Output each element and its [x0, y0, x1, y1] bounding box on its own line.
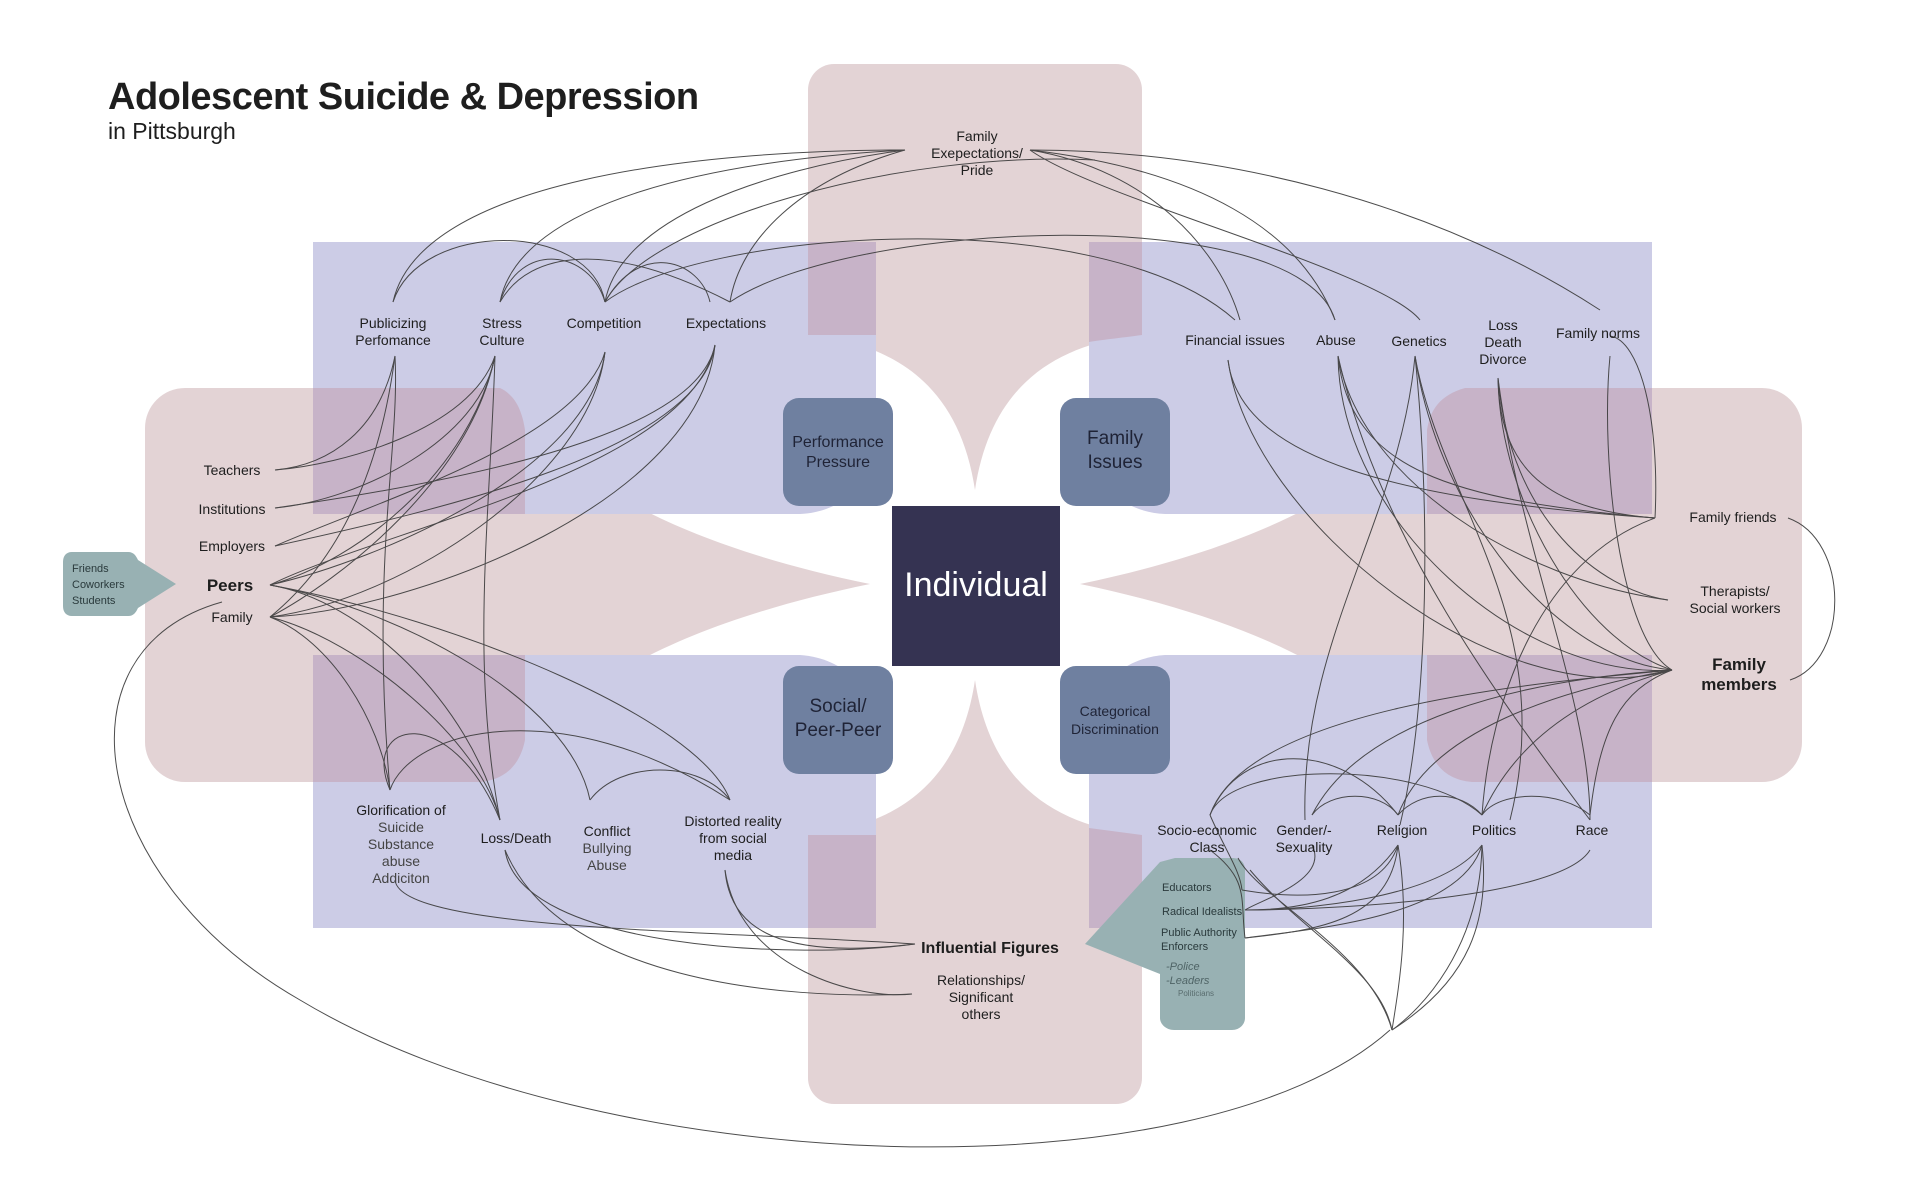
educators-label: Educators: [1162, 882, 1212, 894]
overlap-top-left: [808, 242, 876, 335]
teachers-label: Teachers: [204, 462, 261, 478]
glorification-label: Glorification of: [356, 802, 446, 818]
peers-label: Peers: [207, 576, 253, 595]
financial-issues-label: Financial issues: [1185, 332, 1285, 348]
employers-label: Employers: [199, 538, 265, 554]
page-subtitle: in Pittsburgh: [108, 118, 236, 144]
race-label: Race: [1576, 822, 1609, 838]
loss-death-label: Loss/Death: [481, 830, 552, 846]
page-title: Adolescent Suicide & Depression: [108, 76, 699, 118]
institutions-label: Institutions: [199, 501, 266, 517]
overlap-left-bottom: [313, 655, 525, 782]
radical-idealists-label: Radical Idealists: [1162, 906, 1243, 918]
wedge-top: [810, 335, 1140, 490]
box-individual[interactable]: [892, 506, 1060, 666]
therapists-label: Therapists/Social workers: [1689, 583, 1780, 616]
leaders-label: -Leaders: [1166, 975, 1210, 987]
wedge-bottom: [810, 680, 1140, 835]
expectations-label: Expectations: [686, 315, 766, 331]
band-top: [808, 64, 1142, 342]
connection-lines: [113, 149, 1836, 1148]
overlap-bottom-left: [808, 835, 876, 928]
band-bottom: [808, 828, 1142, 1104]
politicians-label: Politicians: [1178, 989, 1214, 998]
influential-callout: [1085, 858, 1245, 1030]
social-peer-label: Social/Peer-Peer: [795, 696, 882, 741]
box-social-peer[interactable]: [783, 666, 893, 774]
gender-sexuality-label: Gender/-Sexuality: [1276, 822, 1333, 855]
religion-label: Religion: [1377, 822, 1428, 838]
genetics-label: Genetics: [1391, 333, 1446, 349]
box-performance-pressure[interactable]: [783, 398, 893, 506]
center-label: Individual: [904, 566, 1048, 604]
box-family-issues[interactable]: [1060, 398, 1170, 506]
abuse-label: Abuse: [1316, 332, 1356, 348]
family-label: Family: [211, 609, 252, 625]
competition-label: Competition: [567, 315, 642, 331]
overlap-top-right: [1089, 242, 1142, 342]
politics-label: Politics: [1472, 822, 1516, 838]
family-norms-label: Family norms: [1556, 325, 1640, 341]
peers-callout: [63, 552, 176, 616]
box-categorical[interactable]: [1060, 666, 1170, 774]
overlap-right-top: [1427, 388, 1652, 514]
overlap-right-bottom: [1427, 655, 1652, 782]
core-boxes: [783, 398, 1170, 774]
influential-figures-label: Influential Figures: [921, 940, 1059, 957]
conflict-label: Conflict: [584, 823, 631, 839]
family-friends-label: Family friends: [1689, 509, 1776, 525]
police-label: -Police: [1166, 961, 1200, 973]
